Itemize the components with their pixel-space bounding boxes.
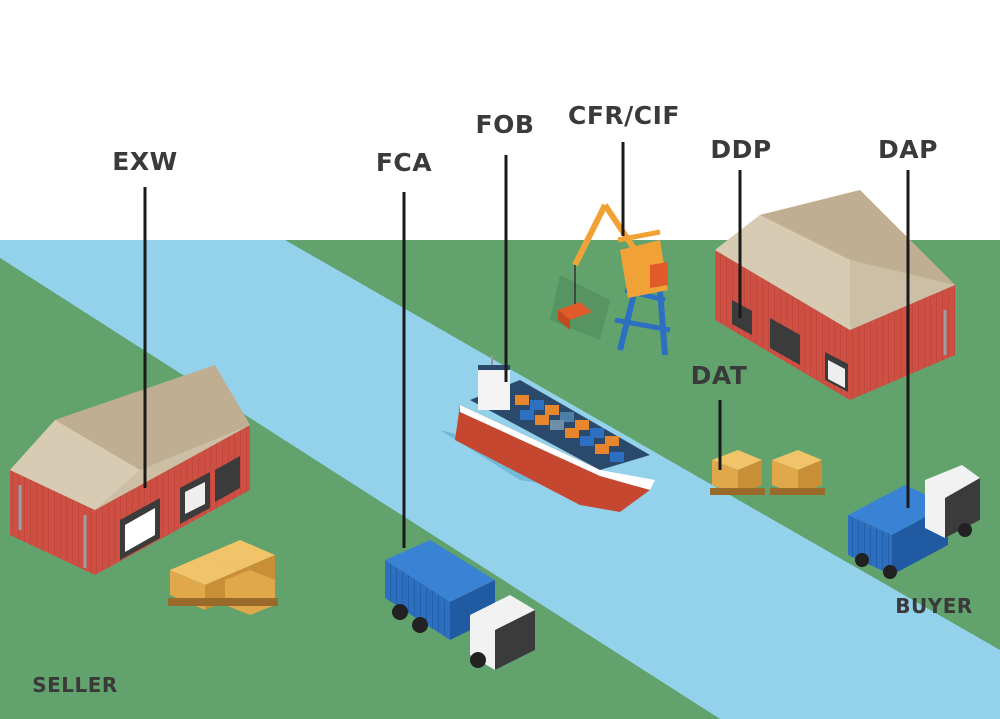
buyer-truck <box>848 465 980 579</box>
fca-truck <box>385 540 535 670</box>
fca-label: FCA <box>376 148 432 177</box>
seller-pallets <box>168 540 278 615</box>
port-crane <box>550 203 671 356</box>
buyer-label: BUYER <box>895 594 973 618</box>
fob-label: FOB <box>476 110 535 139</box>
river <box>0 240 1000 719</box>
seller-warehouse <box>10 365 250 575</box>
dat-label: DAT <box>691 361 748 390</box>
container-ship <box>440 355 655 512</box>
cfr-cif-label: CFR/CIF <box>568 101 680 130</box>
dat-pallets <box>710 450 825 495</box>
ddp-label: DDP <box>710 135 771 164</box>
ship-containers <box>515 395 624 462</box>
dap-label: DAP <box>878 135 938 164</box>
exw-label: EXW <box>112 147 177 176</box>
buyer-warehouse <box>715 190 955 400</box>
seller-label: SELLER <box>32 673 118 697</box>
